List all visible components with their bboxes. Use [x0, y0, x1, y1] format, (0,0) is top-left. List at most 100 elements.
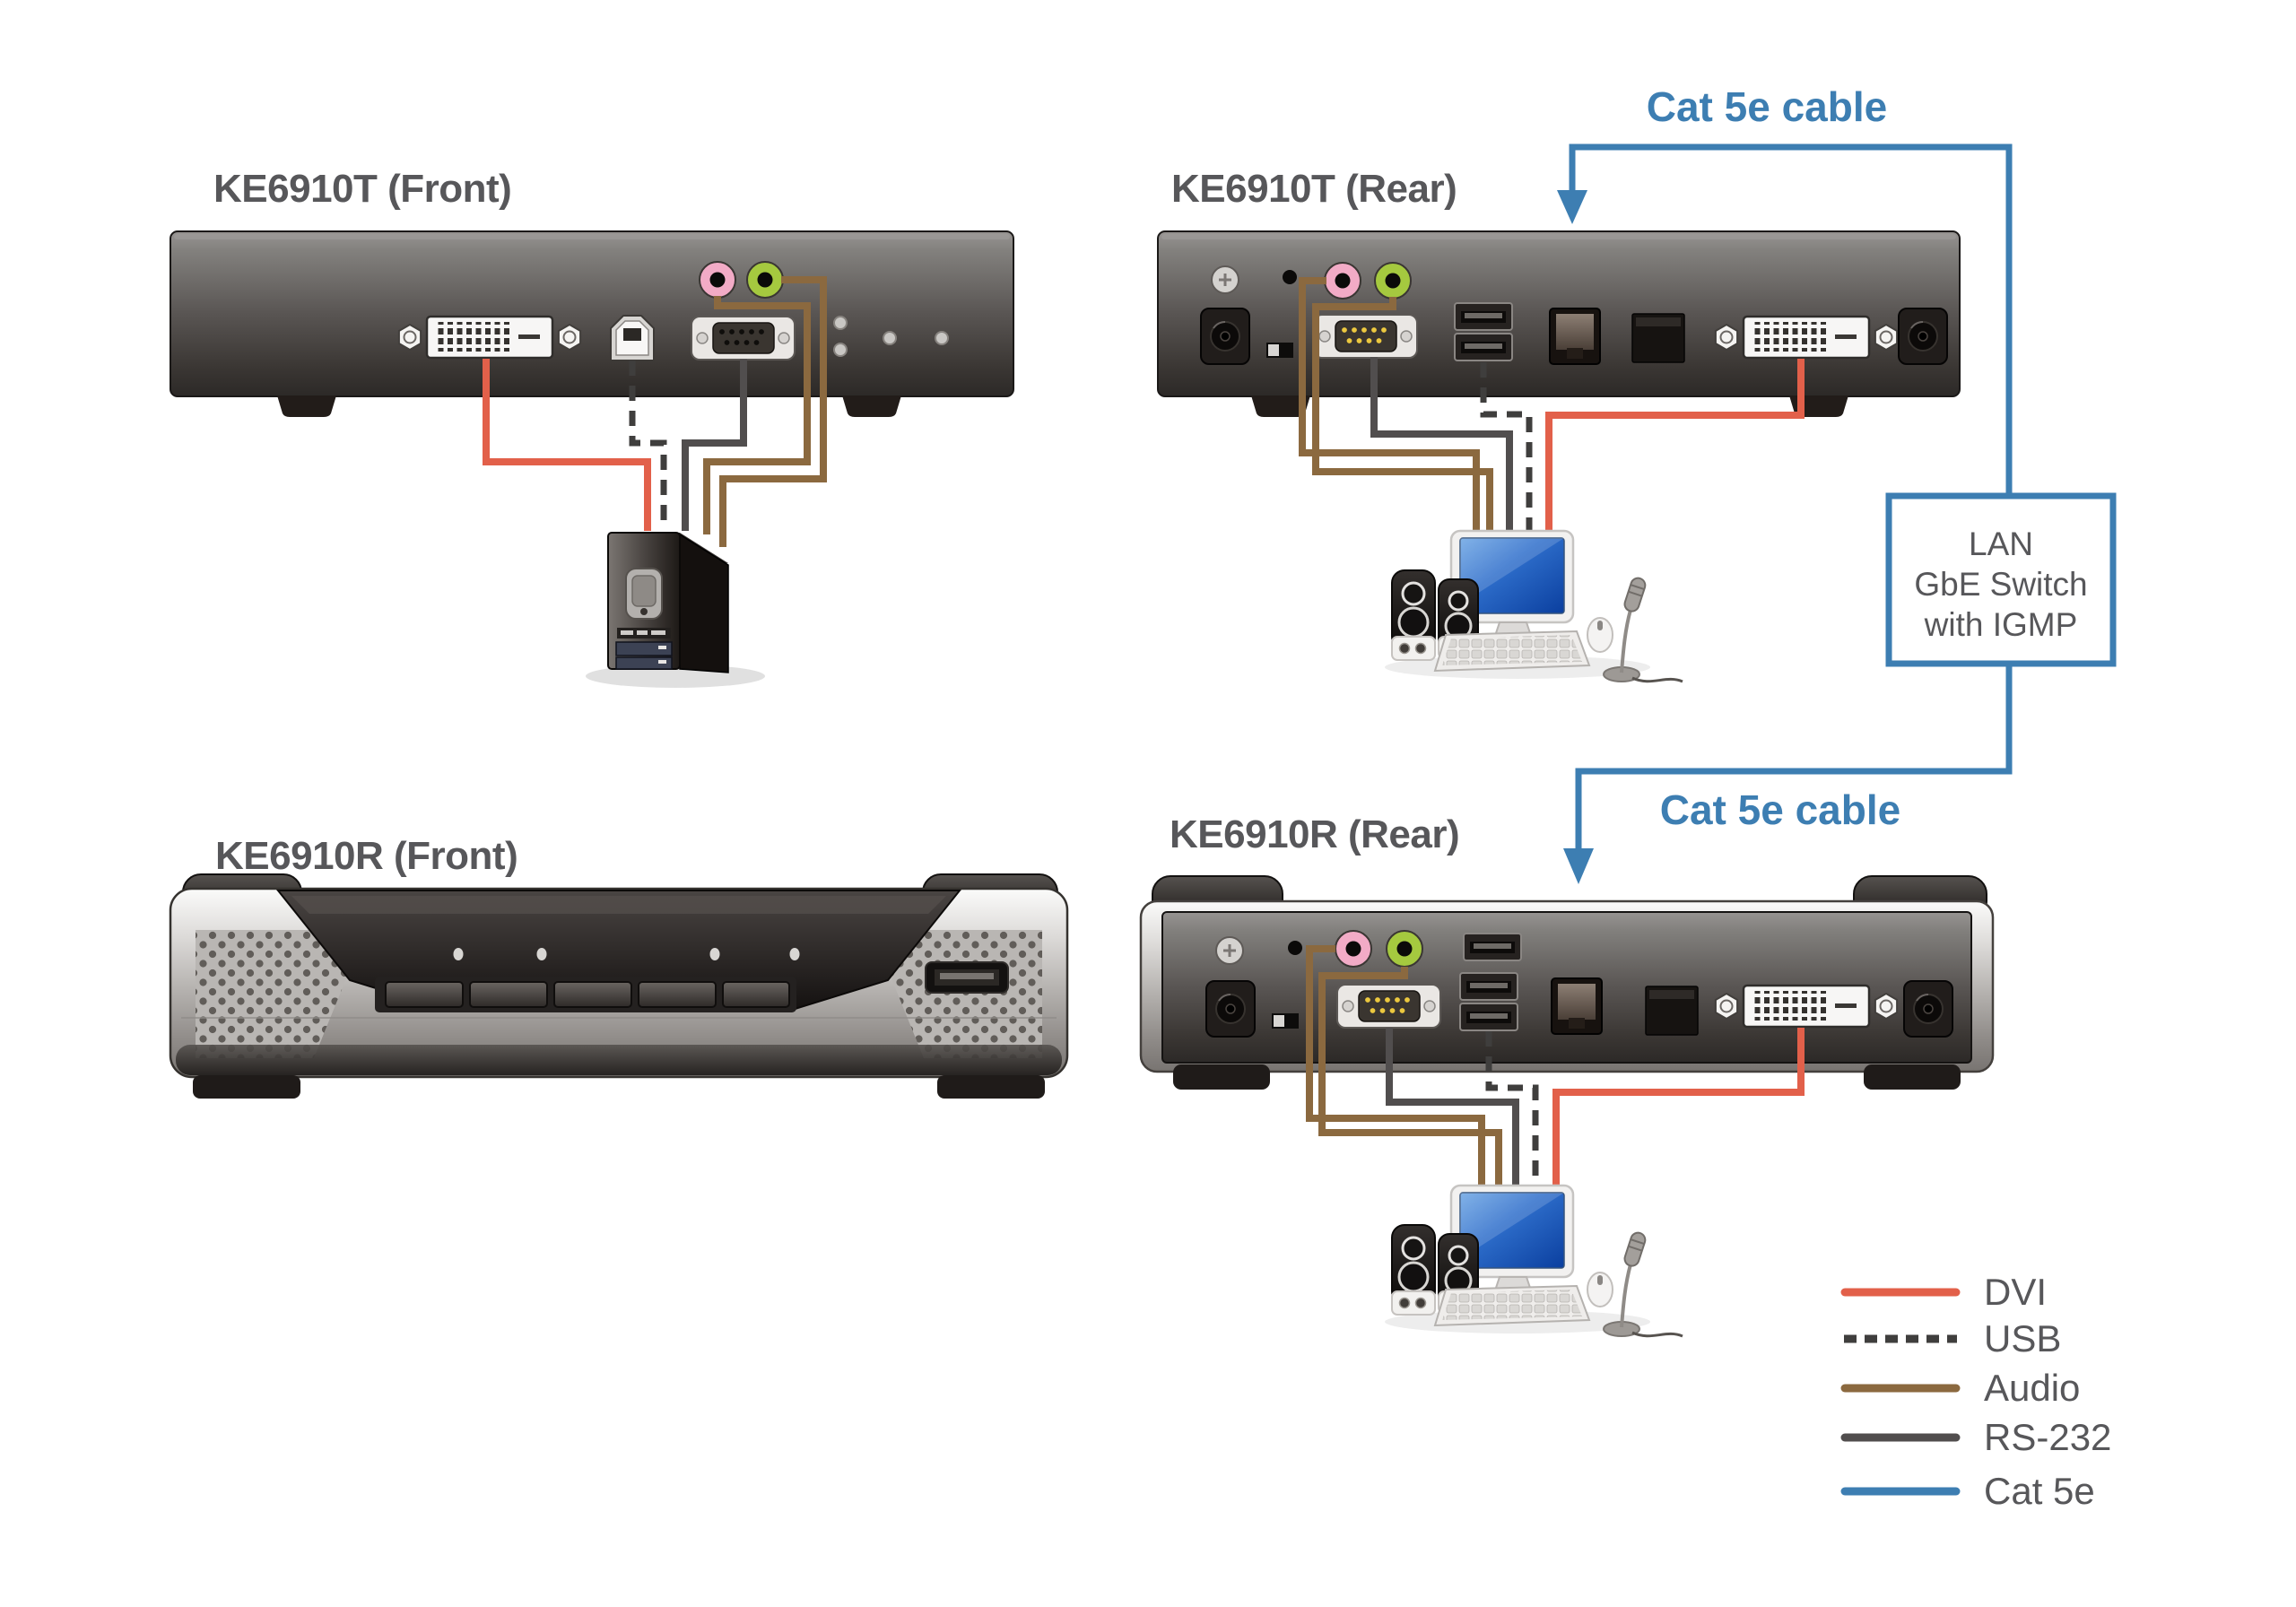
cable-cat5e-top — [1569, 143, 2013, 496]
grounding-screw — [1210, 265, 1240, 295]
legend-label-usb: USB — [1984, 1317, 2062, 1359]
led-indicator — [883, 331, 897, 345]
legend-item-dvi: DVI — [1840, 1269, 2047, 1316]
speaker-jack — [746, 261, 784, 299]
mic-jack — [699, 261, 736, 299]
legend-item-usb: USB — [1840, 1316, 2061, 1362]
legend-item-rs232: RS-232 — [1840, 1414, 2111, 1461]
lan-switch-line3: with IGMP — [1924, 606, 2078, 643]
led-indicator — [536, 948, 547, 960]
front-usb-port — [925, 961, 1009, 994]
cable-audio — [719, 276, 827, 547]
legend-label-rs232: RS-232 — [1984, 1416, 2112, 1458]
usb-port — [1463, 933, 1522, 961]
lan-switch-box — [1885, 492, 2117, 667]
label-cat5e-top: Cat 5e cable — [1646, 83, 1888, 130]
led-indicator — [833, 316, 848, 330]
cable-audio — [1306, 945, 1485, 1193]
label-ke6910r-rear: KE6910R (Rear) — [1170, 812, 1460, 856]
cables-r-rear — [1306, 945, 1805, 1205]
panel-button — [469, 981, 548, 1008]
power-jack — [1205, 980, 1256, 1038]
label-ke6910r-front: KE6910R (Front) — [215, 834, 518, 878]
label-ke6910t-rear: KE6910T (Rear) — [1171, 167, 1457, 211]
console-set-top — [1383, 529, 1684, 683]
cable-cat5e-bottom — [1575, 664, 2013, 850]
led-indicator — [453, 948, 464, 960]
reset-hole — [1288, 941, 1302, 955]
mic-jack — [1324, 262, 1361, 300]
drive-bay — [615, 656, 673, 670]
legend-line-usb — [1844, 1334, 1957, 1343]
cable-audio — [703, 296, 811, 534]
cables-t-rear — [1299, 277, 1805, 545]
cable-rs232 — [1370, 357, 1513, 533]
legend-item-cat5e: Cat 5e — [1840, 1468, 2095, 1515]
pc-tower — [586, 532, 765, 688]
device-ke6910t-rear — [1157, 230, 1961, 417]
device-ke6910t-front — [170, 230, 1014, 417]
cat5e-links — [1557, 143, 2117, 884]
cable-rs232 — [682, 359, 747, 531]
lan-switch-line1: LAN — [1969, 526, 2033, 562]
cable-usb — [1480, 362, 1533, 531]
cable-dvi — [483, 359, 651, 531]
led-indicator — [935, 331, 949, 345]
cable-audio — [1318, 967, 1502, 1205]
device-foot — [1864, 1064, 1961, 1090]
sfp-slot — [1645, 986, 1699, 1036]
legend-line-cat5e — [1840, 1487, 1961, 1496]
label-cat5e-bottom: Cat 5e cable — [1659, 786, 1901, 833]
panel-button — [553, 981, 632, 1008]
mode-switch — [1266, 343, 1293, 358]
speaker-jack — [1374, 262, 1412, 300]
power-button — [640, 608, 648, 615]
legend-line-audio — [1840, 1384, 1961, 1393]
legend-label-dvi: DVI — [1984, 1271, 2048, 1313]
led-indicator — [709, 948, 720, 960]
legend-label-cat5e: Cat 5e — [1984, 1470, 2095, 1512]
rs232-port — [1336, 984, 1441, 1029]
power-jack — [1200, 308, 1250, 365]
drive-bay — [615, 641, 673, 656]
reset-hole — [1283, 270, 1297, 284]
usb-b-port — [610, 315, 655, 361]
legend-label-audio: Audio — [1984, 1367, 2081, 1409]
cable-rs232 — [1386, 1028, 1519, 1194]
cables-t-front — [483, 276, 827, 547]
bottom-bezel — [176, 1045, 1062, 1075]
power-jack — [1898, 308, 1948, 365]
device-foot — [937, 1075, 1045, 1099]
label-ke6910t-front: KE6910T (Front) — [213, 167, 512, 211]
arrow-down-icon — [1563, 848, 1594, 884]
rs232-port — [1313, 314, 1418, 359]
led-indicator — [789, 948, 800, 960]
grounding-screw — [1214, 935, 1245, 966]
rj45-lan-port — [1551, 977, 1603, 1035]
lan-switch-label: LAN GbE Switch with IGMP — [1892, 524, 2109, 645]
cable-audio — [1312, 297, 1493, 545]
sfp-slot — [1631, 313, 1685, 363]
mic-jack — [1335, 930, 1372, 968]
panel-button — [638, 981, 717, 1008]
rj45-lan-port — [1549, 308, 1601, 365]
led-indicator — [833, 343, 848, 357]
legend-item-audio: Audio — [1840, 1365, 2080, 1412]
cable-dvi — [1545, 359, 1805, 538]
cable-usb — [1485, 1031, 1539, 1193]
arrow-down-icon — [1557, 190, 1587, 224]
rs232-port — [691, 316, 796, 360]
dvi-port — [1716, 317, 1897, 358]
legend-line-dvi — [1840, 1288, 1961, 1297]
console-set-bottom — [1383, 1184, 1684, 1338]
cable-audio — [1299, 277, 1480, 533]
legend-line-rs232 — [1840, 1433, 1961, 1442]
device-foot — [277, 395, 336, 417]
speaker-jack — [1386, 930, 1423, 968]
mode-switch — [1272, 1013, 1299, 1029]
dvi-port — [399, 317, 580, 358]
device-foot — [193, 1075, 300, 1099]
device-foot — [842, 395, 901, 417]
device-ke6910r-rear — [1139, 875, 1995, 1090]
